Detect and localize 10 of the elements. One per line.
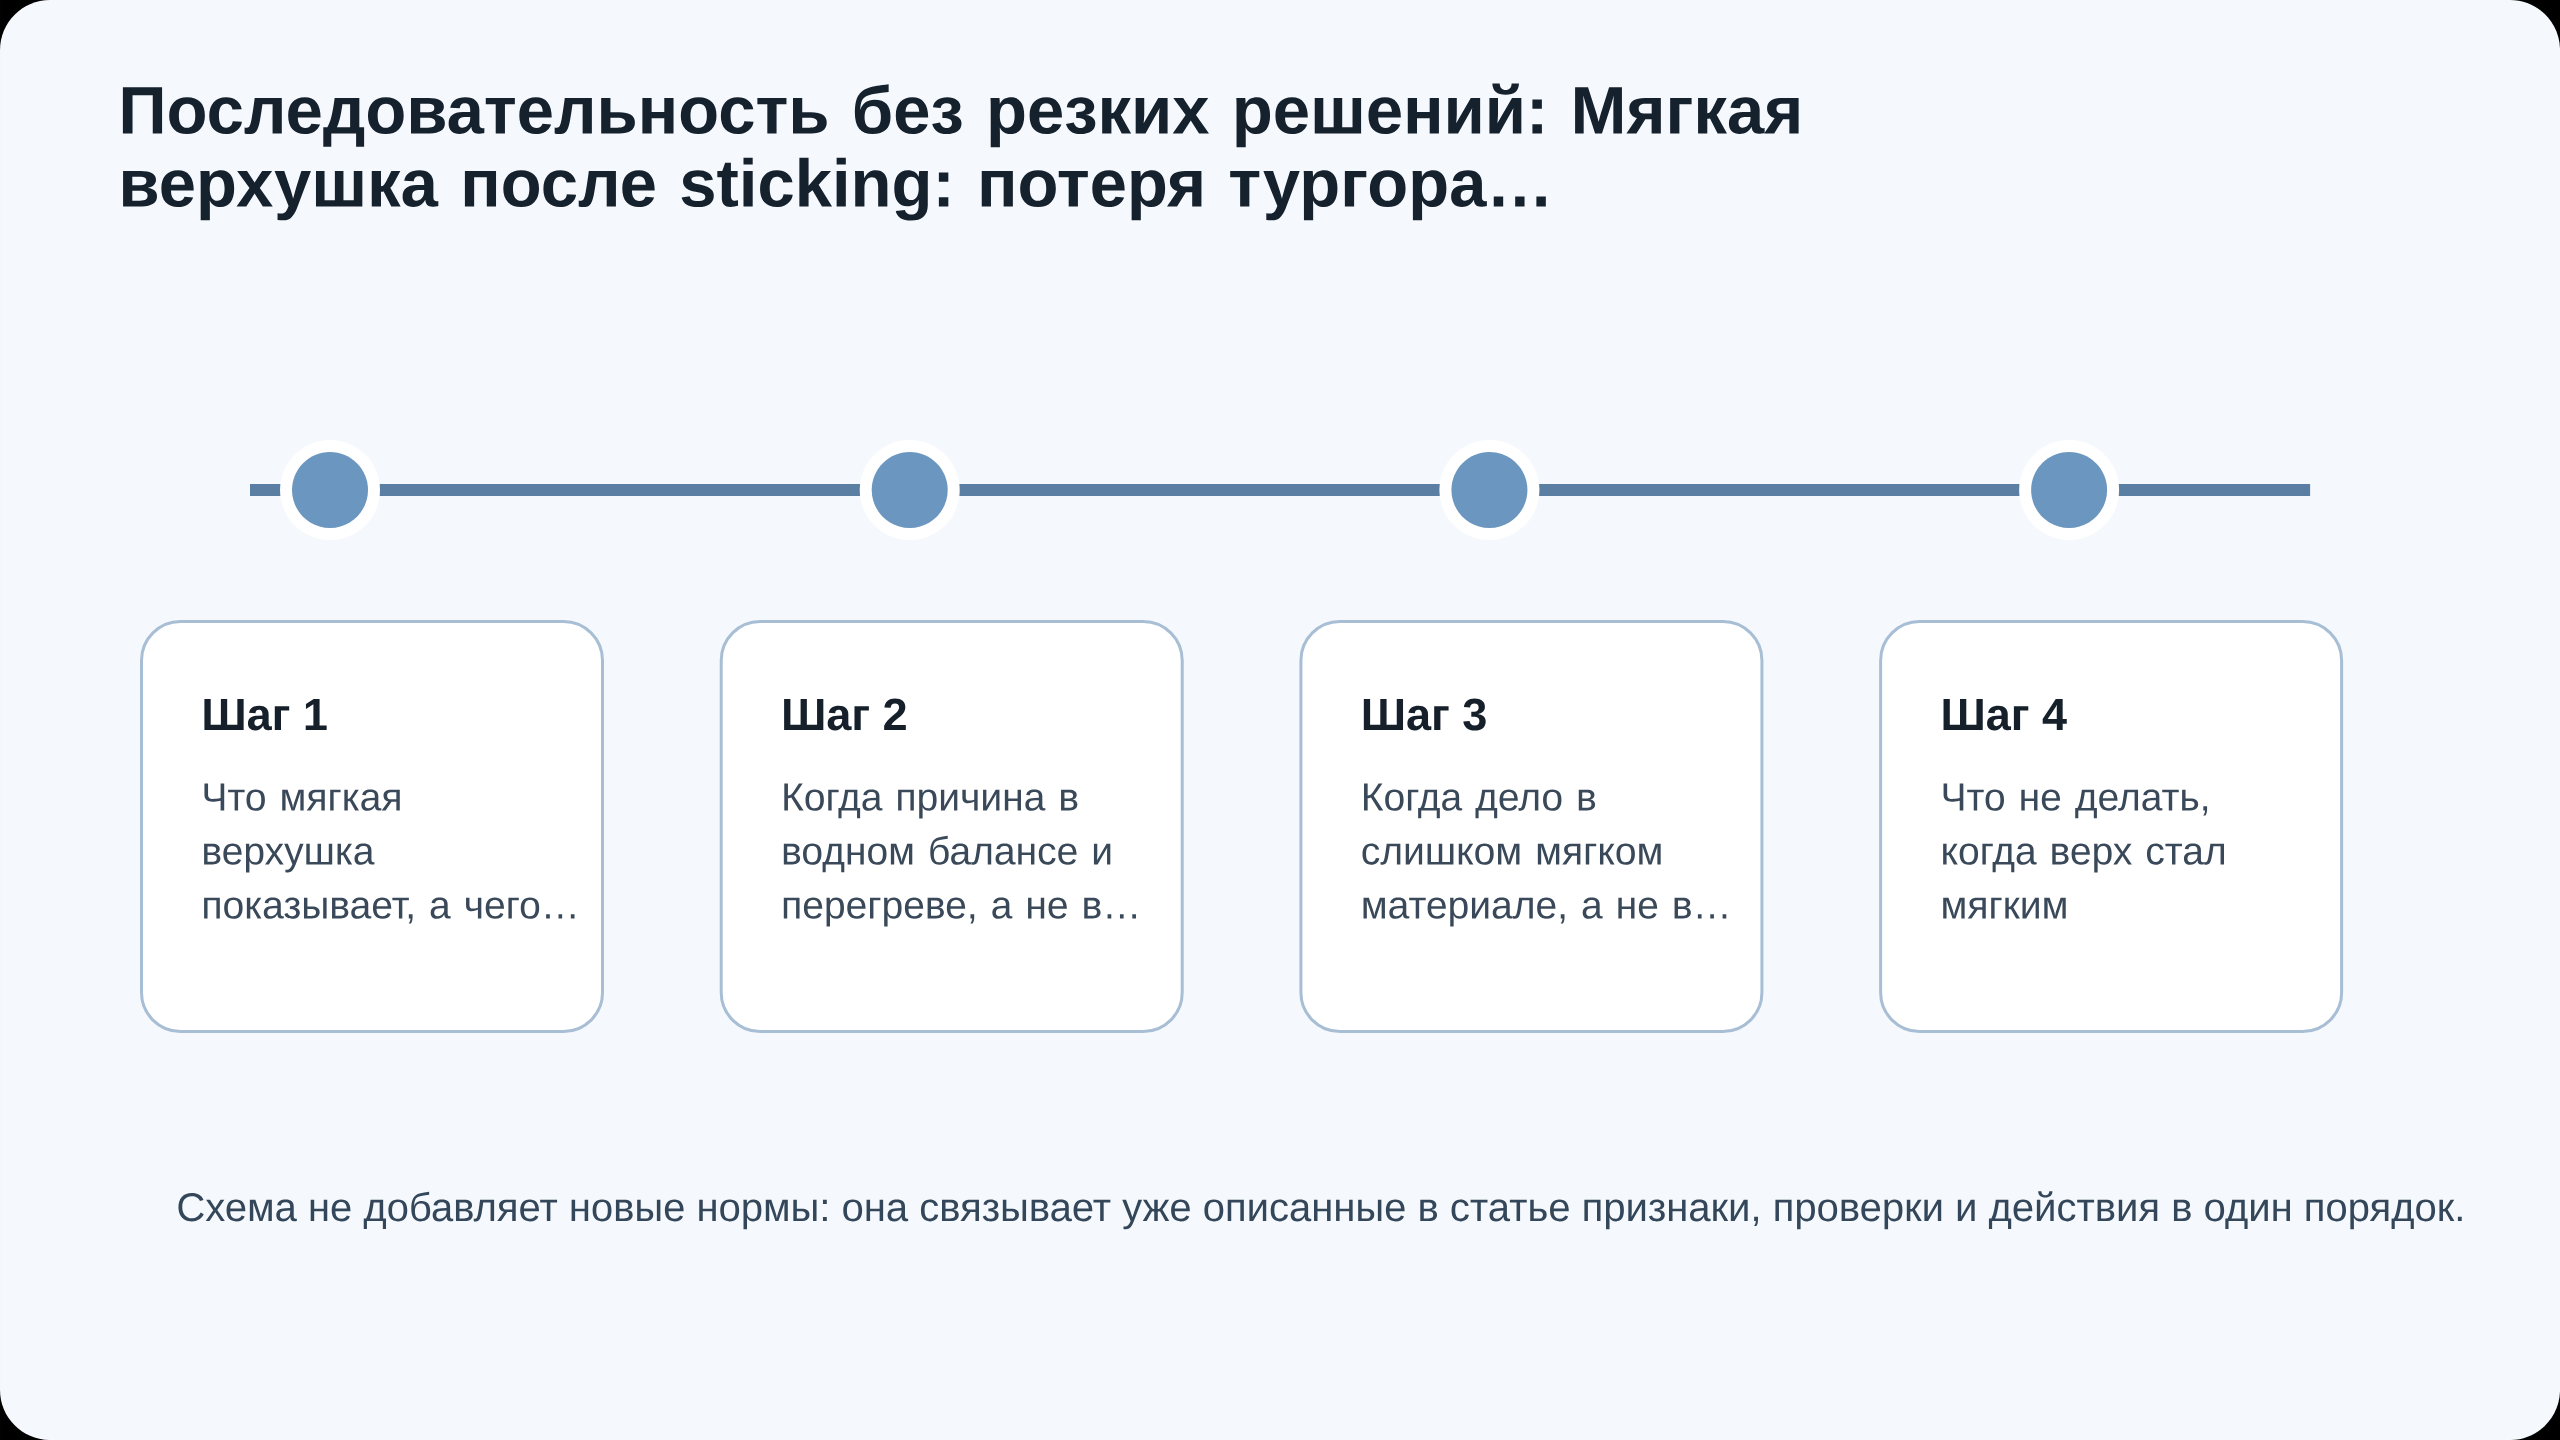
caption: Схема не добавляет новые нормы: она связывает уже описанные в статье признаки, проверки и действия в один порядок. — [178, 1191, 2462, 1230]
step-heading: Шаг 4 — [1943, 699, 2067, 731]
step-description: Что не делать, когда верх стал мягким — [1943, 783, 2224, 919]
step-description: Что мягкая верхушка показывает, а чего… — [204, 783, 575, 924]
step-heading: Шаг 1 — [204, 699, 327, 731]
step-heading: Шаг 3 — [1363, 698, 1486, 731]
title: Последовательность без резких решений: Мягкая верхушка после sticking: потеря тургора… — [122, 83, 1799, 221]
step-description: Когда причина в водном балансе и перегреве, а не в… — [783, 783, 1136, 927]
step-heading: Шаг 2 — [784, 698, 906, 731]
step-description: Когда дело в слишком мягком материале, а не в… — [1362, 783, 1727, 927]
